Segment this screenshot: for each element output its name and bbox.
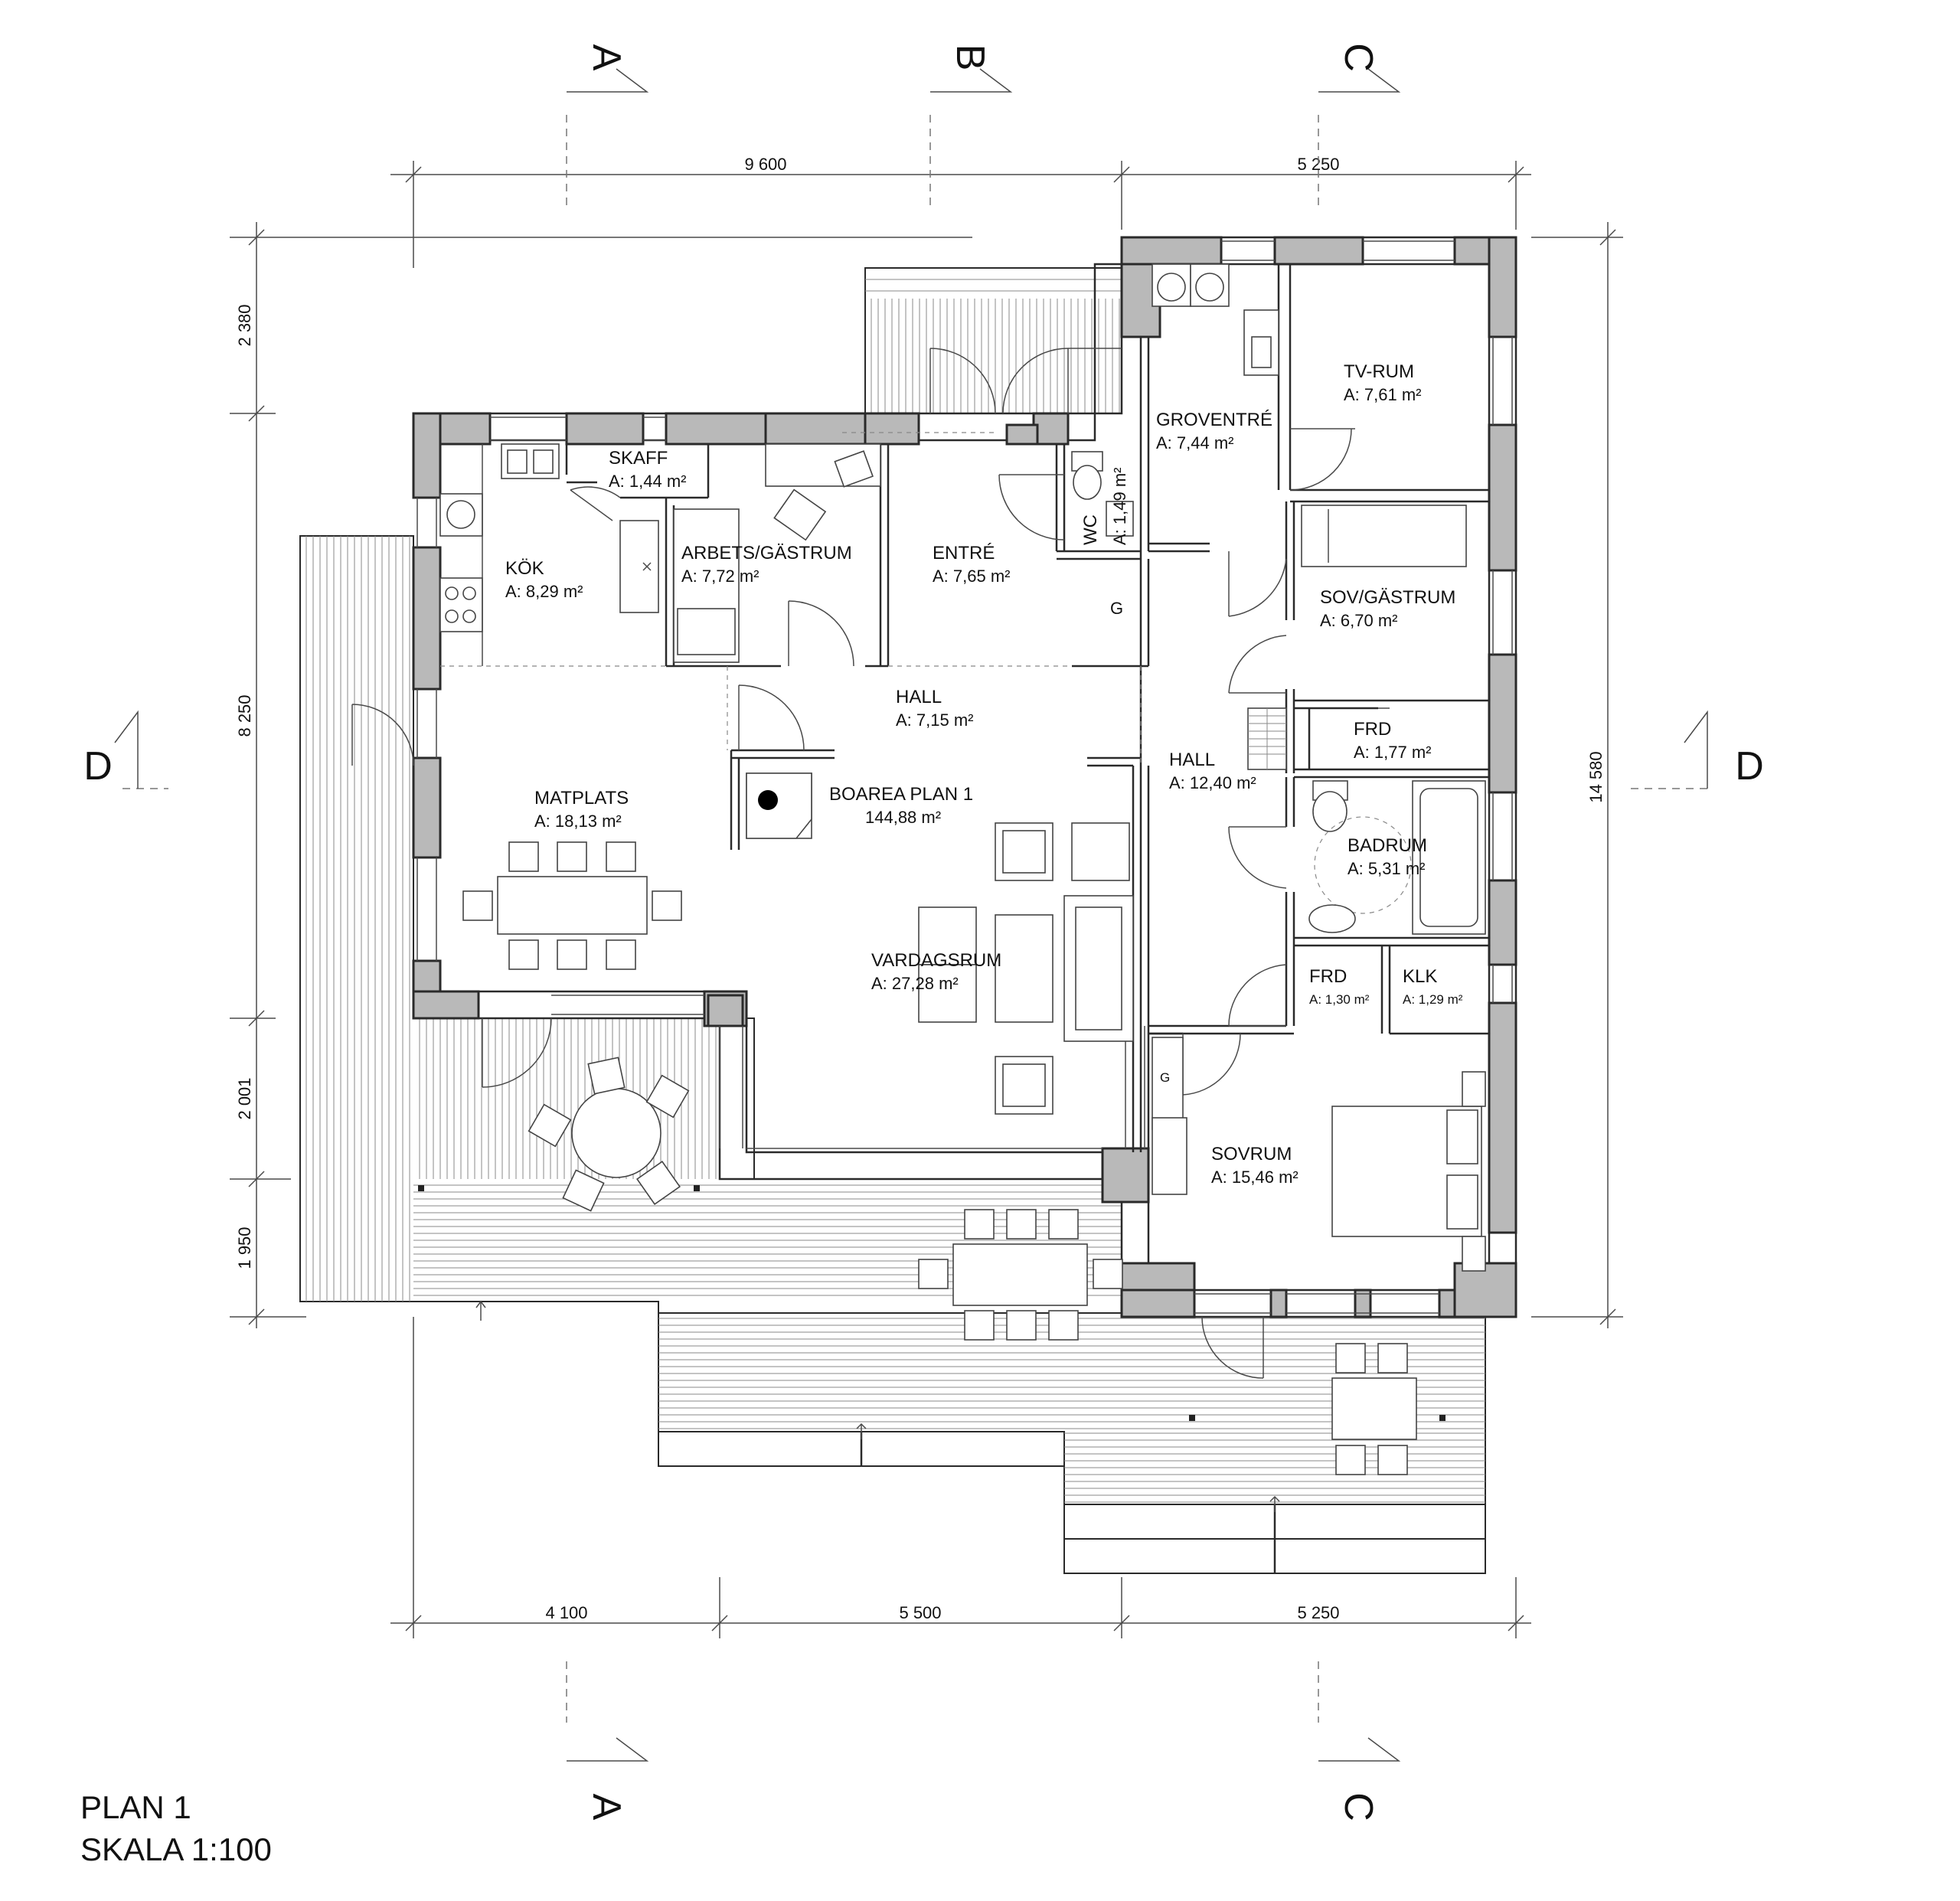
plan-title-block: PLAN 1 SKALA 1:100 xyxy=(80,1789,272,1867)
room-matplats-area: A: 18,13 m² xyxy=(534,812,622,831)
room-groventre-area: A: 7,44 m² xyxy=(1156,433,1233,452)
room-sovgast-name: SOV/GÄSTRUM xyxy=(1320,587,1455,608)
room-sovrum-name: SOVRUM xyxy=(1211,1144,1292,1164)
room-vardagsrum-name: VARDAGSRUM xyxy=(871,950,1001,971)
room-vardagsrum-area: A: 27,28 m² xyxy=(871,974,959,993)
section-a-bottom: A xyxy=(584,1794,629,1821)
room-badrum-name: BADRUM xyxy=(1348,835,1427,856)
room-frd2-name: FRD xyxy=(1309,966,1347,987)
room-hall1-area: A: 7,15 m² xyxy=(896,710,973,730)
room-sovrum-area: A: 15,46 m² xyxy=(1211,1168,1298,1187)
room-matplats-name: MATPLATS xyxy=(534,788,629,808)
room-arbets-name: ARBETS/GÄSTRUM xyxy=(681,543,852,563)
section-a-top: A xyxy=(584,44,629,71)
room-klk-name: KLK xyxy=(1403,966,1437,987)
section-markers: A B C A C D D xyxy=(83,43,1764,1821)
room-klk-area: A: 1,29 m² xyxy=(1403,992,1463,1007)
room-sovgast-area: A: 6,70 m² xyxy=(1320,611,1397,630)
room-arbets-area: A: 7,72 m² xyxy=(681,567,759,586)
section-c-bottom: C xyxy=(1336,1792,1380,1821)
room-g2-name: G xyxy=(1160,1070,1170,1085)
dim-bottom-1: 4 100 xyxy=(545,1603,587,1622)
north-deck xyxy=(864,267,1122,414)
room-wc-name: WC xyxy=(1080,514,1101,545)
room-wc-area: A: 1,49 m² xyxy=(1110,468,1129,545)
windows xyxy=(416,240,1513,1314)
dim-left-4: 1 950 xyxy=(235,1227,254,1269)
room-skaff-name: SKAFF xyxy=(609,448,668,469)
furniture xyxy=(439,263,1486,1475)
doors xyxy=(351,348,1390,1379)
room-entre-area: A: 7,65 m² xyxy=(933,567,1010,586)
room-labels: SKAFF A: 1,44 m² KÖK A: 8,29 m² ARBETS/G… xyxy=(505,361,1463,1187)
total-area-value: 144,88 m² xyxy=(865,808,941,827)
room-badrum-area: A: 5,31 m² xyxy=(1348,859,1425,878)
room-kok-area: A: 8,29 m² xyxy=(505,582,583,601)
dim-top-left: 9 600 xyxy=(744,155,786,174)
room-g1-name: G xyxy=(1110,599,1123,618)
dim-bottom-2: 5 500 xyxy=(899,1603,941,1622)
room-kok-name: KÖK xyxy=(505,558,544,579)
room-skaff-area: A: 1,44 m² xyxy=(609,472,686,491)
section-d-left: D xyxy=(83,744,113,789)
room-frd1-area: A: 1,77 m² xyxy=(1354,743,1431,762)
opening-lines xyxy=(440,432,1142,766)
dim-left-2: 8 250 xyxy=(235,694,254,737)
section-b-top: B xyxy=(948,44,992,71)
room-hall2-area: A: 12,40 m² xyxy=(1169,773,1256,792)
room-tvrum-name: TV-RUM xyxy=(1344,361,1414,382)
room-hall1-name: HALL xyxy=(896,687,942,707)
section-d-right: D xyxy=(1735,744,1764,789)
room-entre-name: ENTRÉ xyxy=(933,543,995,563)
dim-right-total: 14 580 xyxy=(1586,751,1606,802)
dim-left-1: 2 380 xyxy=(235,304,254,346)
section-c-top: C xyxy=(1336,43,1380,72)
dim-left-3: 2 001 xyxy=(235,1077,254,1119)
dim-bottom-3: 5 250 xyxy=(1297,1603,1339,1622)
plan-scale: SKALA 1:100 xyxy=(80,1831,272,1867)
total-area-label: BOAREA PLAN 1 xyxy=(829,784,973,805)
room-frd1-name: FRD xyxy=(1354,719,1391,740)
room-groventre-name: GROVENTRÉ xyxy=(1156,410,1272,430)
room-tvrum-area: A: 7,61 m² xyxy=(1344,385,1421,404)
plan-title: PLAN 1 xyxy=(80,1789,191,1825)
room-hall2-name: HALL xyxy=(1169,750,1215,770)
room-frd2-area: A: 1,30 m² xyxy=(1309,992,1370,1007)
